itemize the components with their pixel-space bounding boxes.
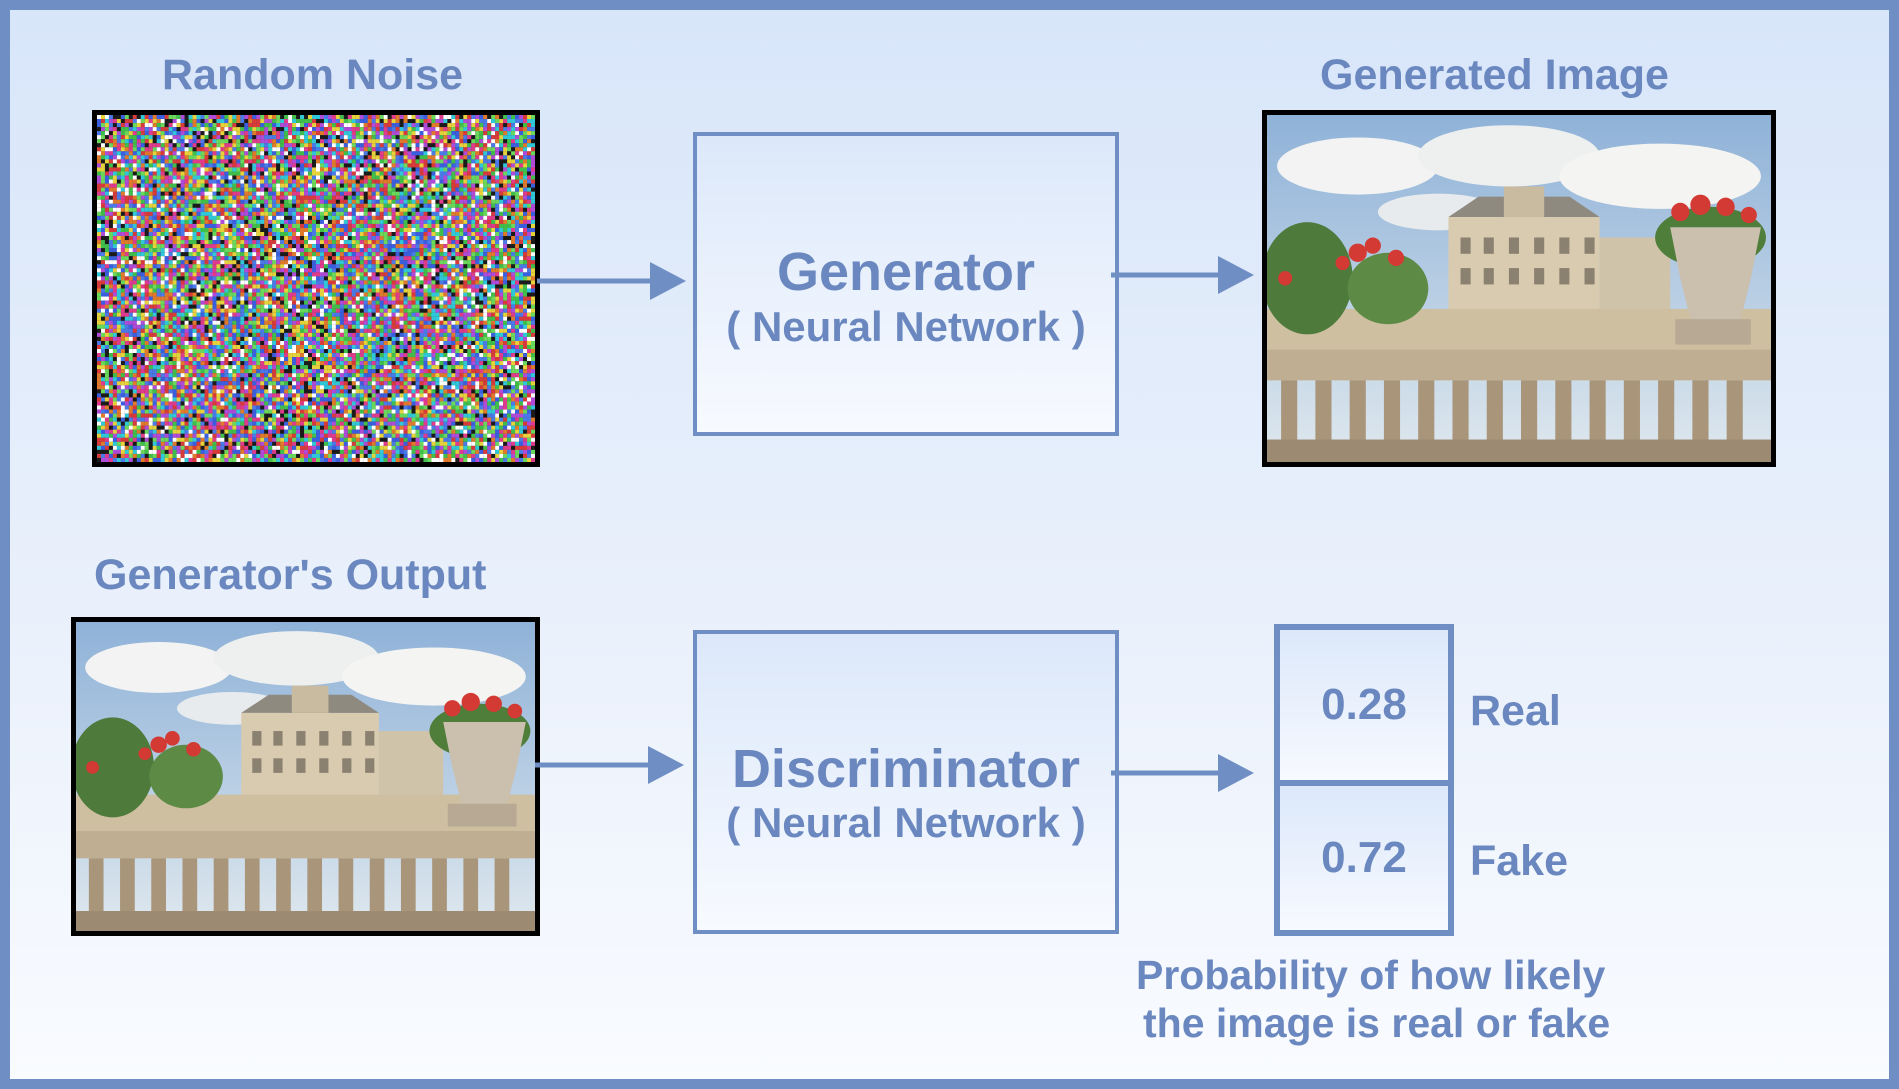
generator-box: Generator ( Neural Network ) [693, 132, 1119, 436]
probability-caption-line1: Probability of how likely [1136, 952, 1606, 998]
fake-probability-value: 0.72 [1274, 780, 1454, 936]
noise-pattern [97, 115, 535, 462]
real-label: Real [1470, 687, 1561, 735]
scene-picture [1267, 115, 1771, 462]
arrow-head [650, 262, 686, 300]
arrow-head [648, 746, 684, 784]
random-noise-title: Random Noise [162, 51, 464, 99]
generated-image [1262, 110, 1776, 467]
discriminator-subtitle: ( Neural Network ) [726, 799, 1086, 846]
generator-output-title: Generator's Output [94, 551, 487, 599]
generator-subtitle: ( Neural Network ) [726, 303, 1086, 350]
discriminator-box: Discriminator ( Neural Network ) [693, 630, 1119, 934]
real-probability-value: 0.28 [1274, 624, 1454, 786]
generator-title: Generator [776, 242, 1036, 302]
probability-caption-line2: the image is real or fake [1143, 1000, 1611, 1046]
discriminator-title: Discriminator [731, 739, 1081, 799]
scene-picture [76, 622, 535, 931]
fake-label: Fake [1470, 837, 1569, 885]
random-noise-image [92, 110, 540, 467]
arrow-head [1218, 256, 1254, 294]
arrow-head [1218, 754, 1254, 792]
flow-arrows [535, 256, 1254, 792]
generated-image-title: Generated Image [1320, 51, 1669, 99]
generator-output-image [71, 617, 540, 936]
